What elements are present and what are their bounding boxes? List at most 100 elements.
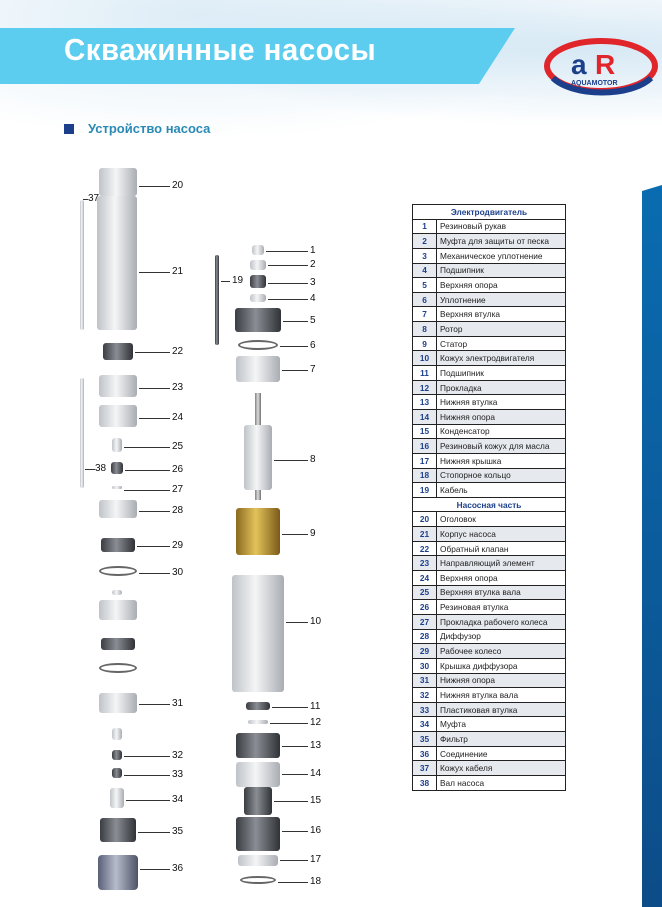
leader-line: [282, 370, 308, 371]
leader-line: [85, 469, 95, 470]
callout-number: 37: [88, 193, 100, 204]
part-name: Прокладка: [436, 379, 566, 396]
part-name: Кожух кабеля: [436, 760, 566, 776]
part-number: 38: [412, 774, 437, 791]
part-name: Нижняя опора: [436, 408, 566, 425]
leader-line: [139, 186, 170, 187]
part-33: [112, 768, 122, 778]
part-5: [235, 308, 281, 332]
aquamotor-logo: a R AQUAMOTOR: [544, 38, 658, 96]
part-number: 13: [412, 394, 437, 410]
part-name: Стопорное кольцо: [436, 467, 566, 484]
part-6: [238, 340, 278, 350]
leader-line: [135, 352, 170, 353]
part-22: [103, 343, 133, 360]
part-number: 16: [412, 438, 437, 454]
leader-line: [272, 707, 308, 708]
part-19: [215, 255, 219, 345]
leader-line: [268, 299, 308, 300]
part-number: 23: [412, 555, 437, 572]
part-name: Ротор: [436, 321, 566, 337]
part-number: 21: [412, 526, 437, 542]
part-name: Муфта для защиты от песка: [436, 233, 566, 249]
callout-number: 16: [310, 825, 322, 836]
part-number: 30: [412, 657, 437, 674]
svg-text:a: a: [571, 49, 587, 80]
part-34: [110, 788, 124, 808]
part-name: Резиновый кожух для масла: [436, 438, 566, 454]
leader-line: [139, 418, 170, 419]
part-name: Резиновый рукав: [436, 218, 566, 235]
part-1: [252, 245, 264, 255]
part-name: Корпус насоса: [436, 526, 566, 542]
part-16: [236, 817, 280, 851]
callout-number: 26: [172, 464, 184, 475]
part-stage-component: [99, 600, 137, 620]
leader-line: [126, 800, 170, 801]
part-stage-component: [112, 728, 122, 740]
leader-line: [283, 321, 308, 322]
part-17: [238, 855, 278, 866]
leader-line: [282, 831, 308, 832]
leader-line: [274, 801, 308, 802]
part-3: [250, 275, 266, 288]
part-36: [98, 855, 138, 890]
leader-line: [83, 199, 88, 200]
section-subtitle: Устройство насоса: [88, 121, 211, 136]
leader-line: [139, 573, 170, 574]
leader-line: [124, 756, 170, 757]
part-8: [244, 393, 272, 500]
part-28: [99, 500, 137, 518]
part-30: [99, 566, 137, 576]
part-21: [97, 196, 137, 330]
part-number: 4: [412, 262, 437, 279]
part-27: [112, 486, 122, 489]
section-title: Насосная часть: [412, 496, 566, 513]
part-number: 17: [412, 452, 437, 469]
callout-number: 29: [172, 540, 184, 551]
callout-number: 20: [172, 180, 184, 191]
part-37: [80, 200, 84, 330]
part-name: Резиновая втулка: [436, 599, 566, 615]
part-23: [99, 375, 137, 397]
part-number: 11: [412, 365, 437, 381]
part-number: 12: [412, 379, 437, 396]
svg-text:R: R: [595, 49, 615, 80]
part-number: 19: [412, 482, 437, 498]
callout-number: 10: [310, 616, 322, 627]
part-number: 1: [412, 218, 437, 235]
part-number: 28: [412, 628, 437, 645]
callout-number: 24: [172, 412, 184, 423]
leader-line: [137, 546, 170, 547]
part-number: 15: [412, 423, 437, 440]
part-9: [236, 508, 280, 555]
callout-number: 28: [172, 505, 184, 516]
callout-number: 31: [172, 698, 184, 709]
part-number: 27: [412, 613, 437, 630]
part-20: [99, 168, 137, 196]
leader-line: [282, 746, 308, 747]
part-number: 18: [412, 467, 437, 484]
leader-line: [140, 869, 170, 870]
part-name: Направляющий элемент: [436, 555, 566, 572]
part-number: 31: [412, 672, 437, 689]
